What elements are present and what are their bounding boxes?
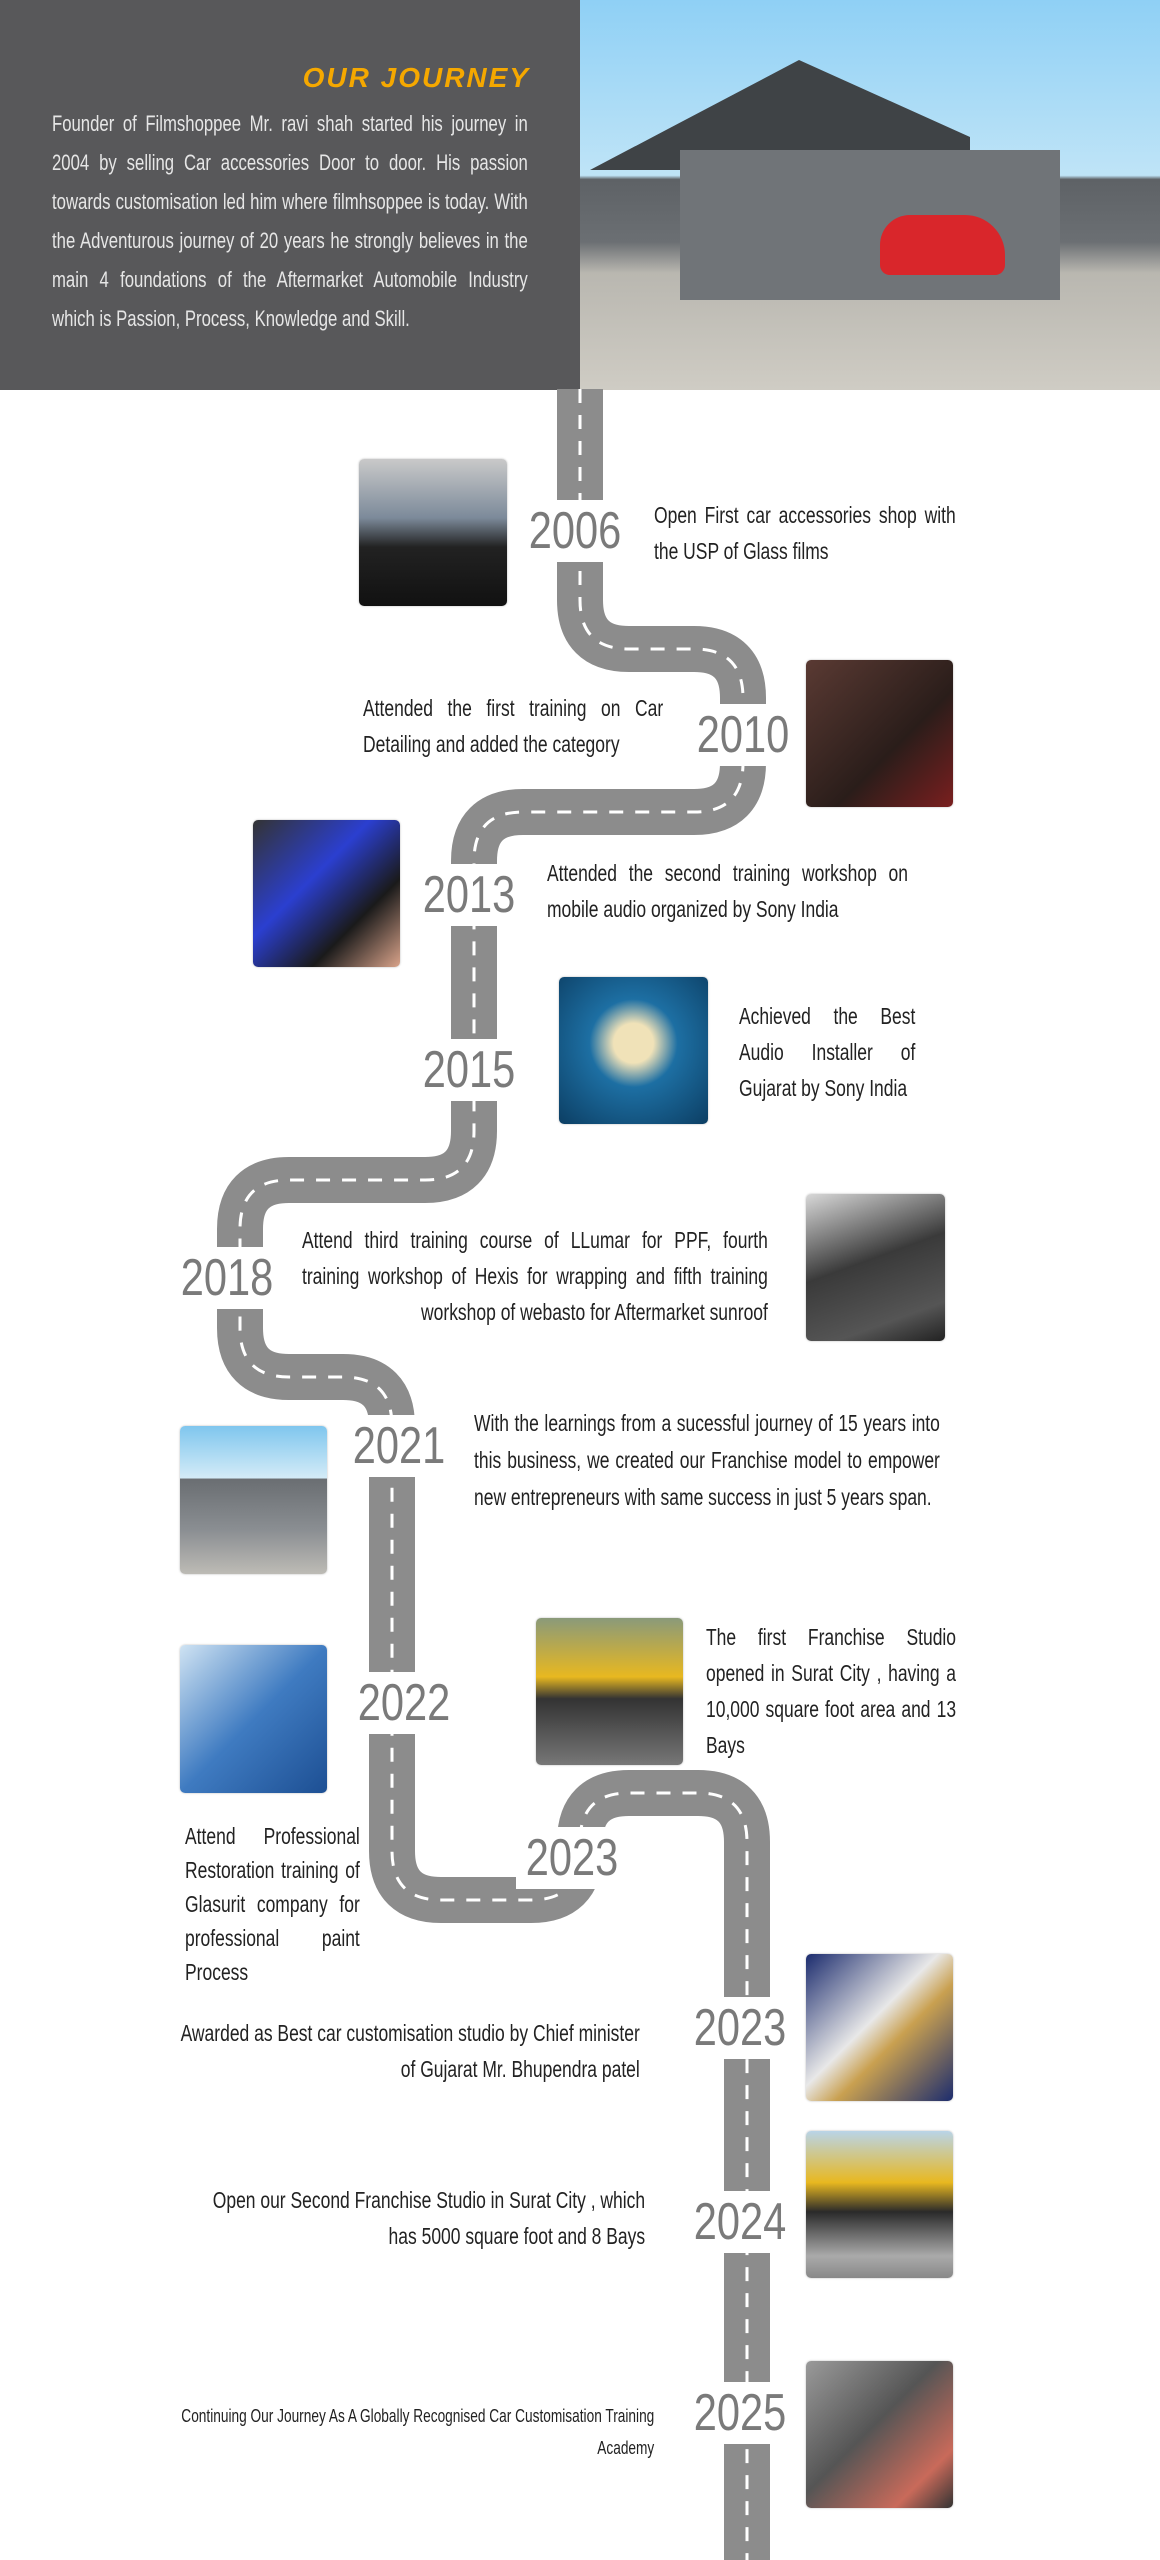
milestone-text: Attended the first training on Car Detai…	[363, 695, 664, 757]
ppf-wrap-image	[806, 1194, 945, 1341]
milestone-text: Open our Second Franchise Studio in Sura…	[212, 2187, 646, 2249]
milestone-text: Attend Professional Restoration training…	[185, 1823, 360, 1985]
milestone-text: Awarded as Best car customisation studio…	[180, 2020, 640, 2082]
year-label: 2013	[413, 864, 525, 926]
intro-paragraph: Founder of Filmshoppee Mr. ravi shah sta…	[52, 111, 528, 331]
milestone-text: Open First car accessories shop with the…	[654, 502, 956, 564]
year-label: 2023	[684, 1997, 796, 2059]
year-label: 2024	[684, 2191, 796, 2253]
award-star-image	[559, 977, 708, 1124]
milestone-text: Continuing Our Journey As A Globally Rec…	[181, 2406, 655, 2458]
year-label: 2021	[343, 1415, 455, 1477]
surat-studio-image	[536, 1618, 683, 1765]
year-label: 2018	[171, 1247, 283, 1309]
franchise-model-image	[180, 1426, 327, 1574]
milestone-text: Attended the second training workshop on…	[547, 860, 908, 922]
award-ceremony-image	[806, 1954, 953, 2101]
milestone-text: With the learnings from a sucessful jour…	[474, 1410, 940, 1510]
milestone-text: Attend third training course of LLumar f…	[302, 1227, 768, 1325]
milestone-text: Achieved the Best Audio Installer of Guj…	[739, 1003, 916, 1101]
studio-building	[680, 150, 1060, 300]
year-label: 2015	[413, 1039, 525, 1101]
year-label: 2025	[684, 2382, 796, 2444]
second-studio-image	[806, 2131, 953, 2278]
page-title: OUR JOURNEY	[302, 62, 530, 93]
year-label: 2023	[516, 1827, 628, 1889]
year-label: 2010	[687, 704, 799, 766]
paint-restoration-image	[180, 1645, 327, 1793]
year-label: 2006	[519, 500, 631, 562]
training-academy-image	[806, 2361, 953, 2508]
red-car	[880, 215, 1005, 275]
glass-film-image	[359, 459, 507, 606]
car-audio-image	[253, 820, 400, 967]
year-label: 2022	[348, 1672, 460, 1734]
intro-panel: OUR JOURNEY Founder of Filmshoppee Mr. r…	[0, 0, 580, 390]
car-detailing-image	[806, 660, 953, 807]
milestone-text: The first Franchise Studio opened in Sur…	[706, 1624, 957, 1758]
studio-hero-image	[580, 0, 1160, 390]
